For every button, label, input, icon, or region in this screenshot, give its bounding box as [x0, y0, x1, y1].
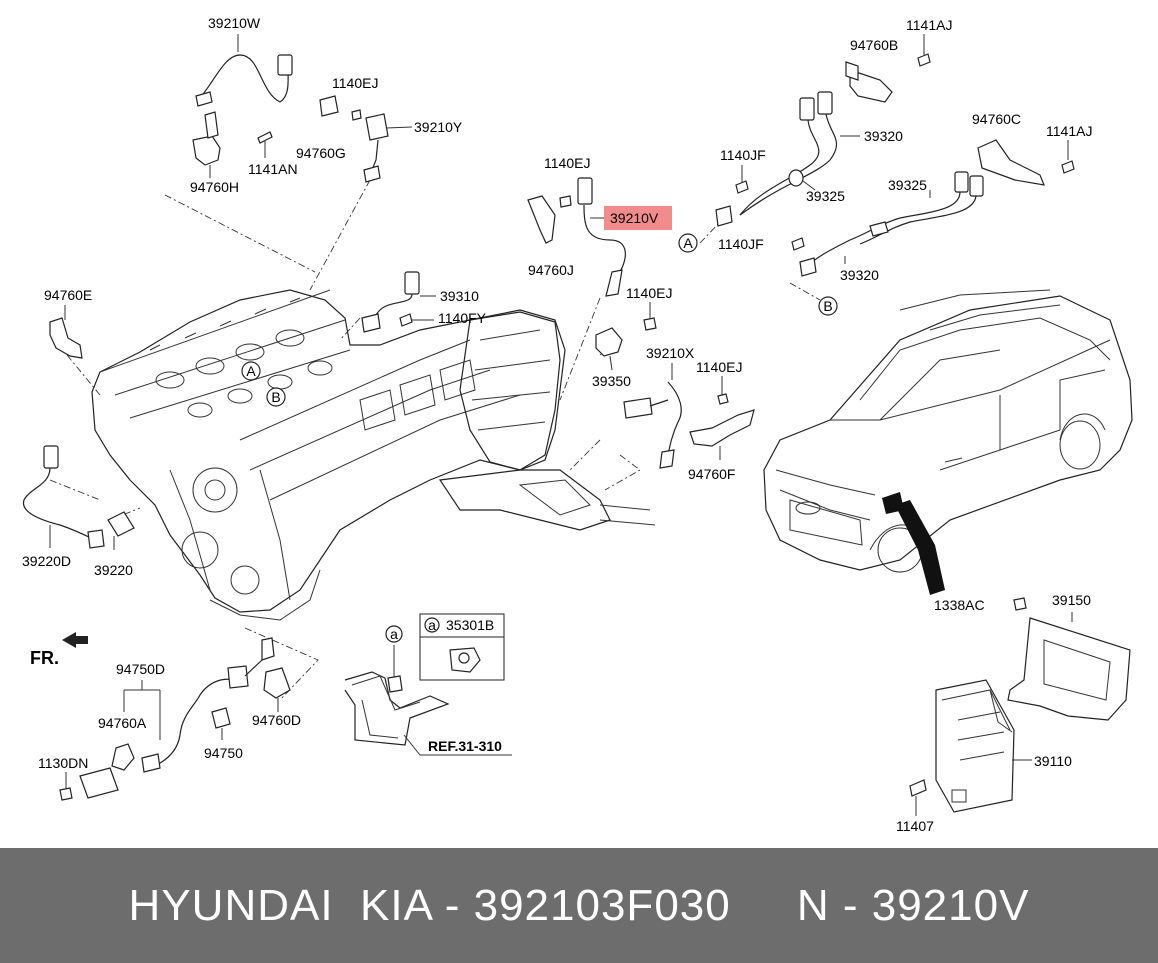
bolt-1141AJ-a [917, 34, 931, 67]
svg-text:a: a [390, 626, 398, 642]
highlight-box [604, 206, 672, 230]
marker-b-engine: B [266, 387, 286, 407]
harness-94750D [141, 637, 275, 773]
sensor-39210Y [319, 95, 413, 183]
sensor-39310 [361, 271, 436, 333]
bolt-1140FY [399, 313, 434, 327]
label-1338AC[interactable]: 1338AC [934, 597, 985, 613]
label-94760F[interactable]: 94760F [688, 466, 735, 482]
label-39220[interactable]: 39220 [94, 562, 133, 578]
harness-39320-b [799, 171, 984, 277]
label-1130DN[interactable]: 1130DN [38, 755, 88, 771]
vehicle-location-arrow [882, 492, 945, 595]
callout-94750D [123, 680, 161, 740]
bolt-1141AJ-b [1061, 140, 1075, 174]
label-94750D[interactable]: 94750D [116, 661, 165, 677]
ecu-39110 [935, 679, 1032, 813]
label-94760G[interactable]: 94760G [296, 145, 346, 161]
label-1140EJ-c[interactable]: 1140EJ [626, 285, 672, 301]
label-94760B[interactable]: 94760B [850, 37, 898, 53]
label-1140FY[interactable]: 1140FY [438, 310, 487, 326]
label-39110[interactable]: 39110 [1034, 753, 1072, 769]
label-1141AJ-a[interactable]: 1141AJ [906, 17, 952, 33]
engine-assembly [91, 289, 656, 621]
bracket-1130DN [59, 767, 119, 801]
label-1140EJ-b[interactable]: 1140EJ [544, 155, 590, 171]
sensor-39210X [623, 363, 682, 469]
bolt-1140EJ-c [643, 302, 657, 331]
marker-a-engine: A [241, 361, 261, 381]
label-fr: FR. [30, 648, 59, 668]
footer-part-number-text: HYUNDAI KIA - 392103F030 N - 39210V [128, 880, 1030, 930]
label-94760C[interactable]: 94760C [972, 111, 1021, 127]
vacuum-line [344, 645, 450, 746]
harness-39320-a [715, 91, 860, 227]
bracket-94760D [263, 667, 291, 712]
ecu-bracket-39150 [1007, 612, 1131, 721]
label-39320-a[interactable]: 39320 [864, 128, 903, 144]
sensor-39220D [22, 445, 105, 549]
label-1140EJ-d[interactable]: 1140EJ [696, 359, 742, 375]
svg-text:A: A [246, 363, 256, 379]
detail-box-35301B: a [419, 613, 505, 681]
marker-a-harness: A [678, 233, 698, 253]
svg-text:a: a [428, 617, 436, 633]
sensor-39350 [595, 327, 623, 371]
parts-diagram: A B 39210W 94760H 1141AN [22, 15, 1133, 834]
label-94760J[interactable]: 94760J [528, 262, 574, 278]
label-94760A[interactable]: 94760A [98, 715, 147, 731]
bracket-94760B [845, 61, 893, 103]
ref-leader [403, 734, 512, 756]
nut-1338AC [1013, 597, 1027, 611]
marker-a-small: a [385, 625, 403, 643]
svg-text:B: B [271, 389, 280, 405]
part-number-footer: HYUNDAI KIA - 392103F030 N - 39210V [0, 848, 1158, 963]
label-11407[interactable]: 11407 [896, 818, 934, 834]
bracket-94760C [977, 139, 1045, 186]
label-39210W[interactable]: 39210W [208, 15, 261, 31]
bracket-94760F [689, 376, 755, 460]
label-39325-a[interactable]: 39325 [806, 188, 845, 204]
label-39150[interactable]: 39150 [1052, 592, 1091, 608]
label-1140JF-b[interactable]: 1140JF [718, 236, 764, 252]
label-94750[interactable]: 94750 [204, 745, 243, 761]
sensor-39210V [527, 177, 626, 297]
bolt-1140JF-b [791, 237, 805, 251]
label-39310[interactable]: 39310 [440, 288, 479, 304]
label-35301B[interactable]: 35301B [446, 617, 494, 633]
label-39325-b[interactable]: 39325 [888, 177, 927, 193]
bracket-94760E [49, 305, 83, 359]
sensor-94750 [211, 707, 231, 740]
label-94760E[interactable]: 94760E [44, 287, 92, 303]
label-1140JF-a[interactable]: 1140JF [720, 147, 766, 163]
label-39220D[interactable]: 39220D [22, 553, 71, 569]
bolt-11407 [909, 779, 927, 816]
label-39320-b[interactable]: 39320 [840, 267, 879, 283]
bolt-1140JF-a [735, 165, 749, 194]
label-39350[interactable]: 39350 [592, 373, 631, 389]
vehicle-suv [763, 289, 1133, 573]
marker-b-harness: B [818, 296, 838, 316]
label-1141AJ-b[interactable]: 1141AJ [1046, 123, 1092, 139]
label-94760D[interactable]: 94760D [252, 712, 301, 728]
label-94760H[interactable]: 94760H [190, 179, 239, 195]
label-39210V[interactable]: 39210V [610, 210, 659, 226]
front-direction-arrow [62, 632, 88, 648]
label-ref[interactable]: REF.31-310 [428, 738, 502, 754]
sensor-39220 [107, 511, 135, 550]
diagram-canvas: A B 39210W 94760H 1141AN [22, 15, 1133, 834]
label-1140EJ-a[interactable]: 1140EJ [332, 75, 378, 91]
bracket-94760H [192, 111, 221, 178]
svg-text:A: A [683, 235, 693, 251]
label-1141AN[interactable]: 1141AN [248, 161, 298, 177]
svg-text:B: B [823, 298, 832, 314]
label-39210Y[interactable]: 39210Y [414, 119, 463, 135]
bolt-1141AN [257, 131, 273, 158]
bracket-94760A [111, 743, 135, 771]
label-39210X[interactable]: 39210X [646, 345, 695, 361]
sensor-39210W [195, 34, 293, 107]
